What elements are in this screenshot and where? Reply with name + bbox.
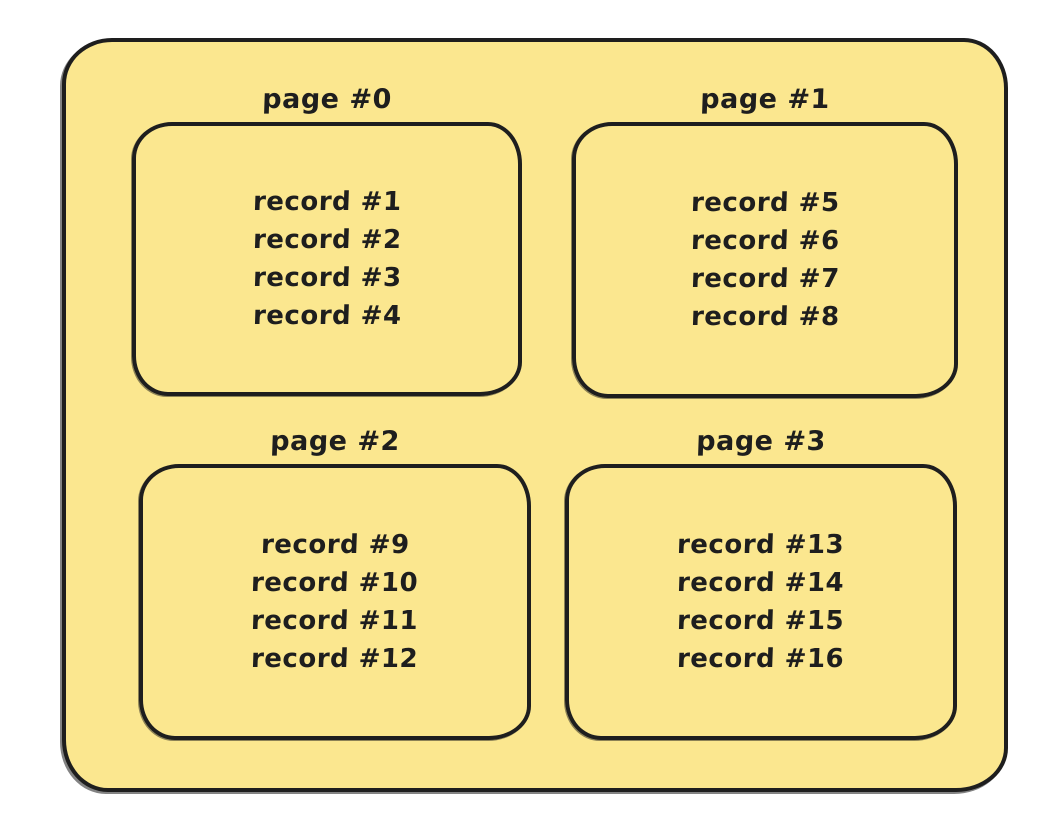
record-item: record #9: [260, 530, 410, 560]
page-group-2: page #2 record #9 record #10 record #11 …: [139, 424, 531, 740]
record-item: record #8: [690, 302, 840, 332]
page-label: page #2: [269, 426, 401, 457]
record-item: record #13: [676, 530, 846, 560]
page-label: page #0: [261, 84, 393, 115]
record-item: record #12: [250, 644, 420, 674]
record-item: record #1: [252, 187, 402, 217]
record-item: record #4: [252, 301, 402, 331]
page-label: page #1: [699, 84, 831, 115]
database-file-container: page #0 record #1 record #2 record #3 re…: [62, 38, 1008, 792]
page-group-1: page #1 record #5 record #6 record #7 re…: [572, 82, 958, 398]
record-item: record #3: [252, 263, 402, 293]
page-box: record #1 record #2 record #3 record #4: [132, 122, 522, 396]
page-box: record #13 record #14 record #15 record …: [565, 464, 957, 740]
record-item: record #7: [690, 264, 840, 294]
record-item: record #10: [250, 568, 420, 598]
page-group-0: page #0 record #1 record #2 record #3 re…: [132, 82, 522, 396]
record-item: record #5: [690, 188, 840, 218]
page-box: record #5 record #6 record #7 record #8: [572, 122, 958, 398]
record-item: record #2: [252, 225, 402, 255]
record-item: record #14: [676, 568, 846, 598]
record-item: record #16: [676, 644, 846, 674]
record-item: record #15: [676, 606, 846, 636]
page-group-3: page #3 record #13 record #14 record #15…: [565, 424, 957, 740]
page-label: page #3: [695, 426, 827, 457]
page-box: record #9 record #10 record #11 record #…: [139, 464, 531, 740]
record-item: record #11: [250, 606, 420, 636]
record-item: record #6: [690, 226, 840, 256]
